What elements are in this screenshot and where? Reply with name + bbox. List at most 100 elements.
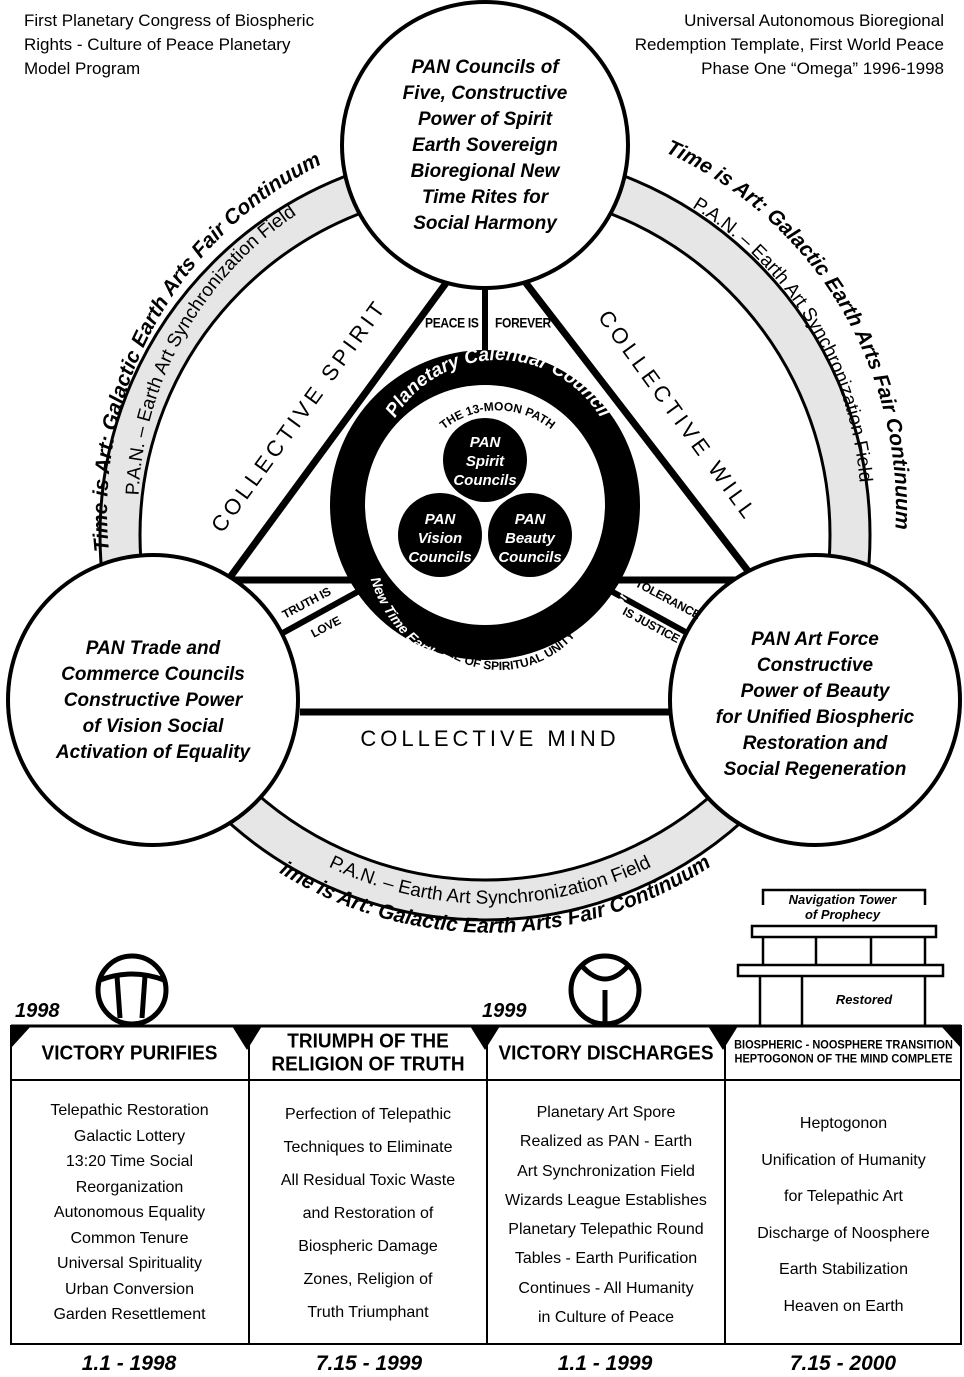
body-line: for Telepathic Art bbox=[784, 1188, 903, 1205]
circle-spirit bbox=[340, 0, 630, 290]
council-line: Councils bbox=[498, 549, 562, 566]
collective-mind-label: COLLECTIVE MIND bbox=[360, 726, 619, 751]
restored-label: Restored bbox=[835, 992, 893, 1007]
circle-line: Activation of Equality bbox=[55, 742, 251, 763]
council-line: Spirit bbox=[465, 453, 505, 470]
spirit-circle-text: PAN Councils of Five, Constructive Power… bbox=[375, 55, 595, 237]
body-line: Garden Resettlement bbox=[53, 1306, 206, 1323]
body-line: Heaven on Earth bbox=[783, 1297, 904, 1315]
marker-triangle bbox=[941, 1026, 961, 1048]
heading-line: TRIUMPH OF THE bbox=[287, 1030, 449, 1053]
circle-line: Commerce Councils bbox=[61, 664, 245, 685]
council-line: Vision bbox=[417, 530, 463, 547]
column-date: 1.1 - 1998 bbox=[81, 1352, 177, 1375]
circle-line: Constructive bbox=[756, 655, 874, 676]
body-line: Tables - Earth Purification bbox=[514, 1250, 698, 1268]
spirit-council-dot bbox=[443, 418, 527, 502]
caption-line: Universal Autonomous Bioregional bbox=[684, 11, 944, 30]
circle-line: PAN Art Force bbox=[751, 629, 879, 650]
body-line: in Culture of Peace bbox=[537, 1309, 675, 1327]
circle-line: Power of Spirit bbox=[417, 109, 553, 130]
spirit-council-text: PAN Spirit Councils bbox=[445, 433, 525, 490]
beauty-council-dot bbox=[488, 493, 572, 577]
body-line: Earth Stabilization bbox=[779, 1261, 908, 1278]
council-line: Councils bbox=[408, 549, 472, 566]
top-left-caption: First Planetary Congress of Biospheric R… bbox=[24, 9, 314, 81]
circle-line: Restoration and bbox=[742, 733, 888, 754]
timeline-column: TRIUMPH OF THE RELIGION OF TRUTH Perfect… bbox=[248, 1026, 486, 1344]
year-1999: 1999 bbox=[482, 1000, 527, 1022]
body-line: Truth Triumphant bbox=[307, 1304, 429, 1321]
circle-line: PAN Councils of bbox=[411, 57, 559, 78]
timeline-column: VICTORY PURIFIES Telepathic Restoration … bbox=[11, 1026, 248, 1344]
column-date: 1.1 - 1999 bbox=[557, 1352, 653, 1375]
top-right-caption: Universal Autonomous Bioregional Redempt… bbox=[635, 9, 944, 81]
timeline-column: BIOSPHERIC - NOOSPHERE TRANSITION HEPTOG… bbox=[724, 1026, 961, 1344]
body-line: Heptogonon bbox=[799, 1115, 888, 1132]
marker-triangle bbox=[470, 1026, 500, 1050]
timeline-column: VICTORY DISCHARGES Planetary Art Spore R… bbox=[486, 1026, 724, 1344]
body-line: Wizards League Establishes bbox=[505, 1191, 707, 1209]
body-line: All Residual Toxic Waste bbox=[280, 1172, 456, 1189]
circle-line: for Unified Biospheric bbox=[715, 707, 915, 728]
tower-line: Navigation Tower bbox=[788, 892, 897, 907]
spoke-right bbox=[598, 582, 702, 643]
body-line: Urban Conversion bbox=[65, 1280, 194, 1298]
circle-line: Power of Beauty bbox=[740, 681, 890, 702]
navigation-tower-label: Navigation Tower of Prophecy bbox=[770, 892, 915, 922]
body-line: Biospheric Damage bbox=[298, 1238, 438, 1255]
navigation-tower-icon bbox=[736, 888, 945, 1026]
circle-line: PAN Trade and bbox=[85, 638, 221, 659]
caption-line: Redemption Template, First World Peace bbox=[634, 35, 944, 54]
column-body: Telepathic Restoration Galactic Lottery … bbox=[15, 1098, 244, 1328]
purify-glyph-icon bbox=[95, 953, 169, 1027]
column-body: Heptogonon Unification of Humanity for T… bbox=[730, 1106, 957, 1325]
vision-council-dot bbox=[398, 493, 482, 577]
column-heading: VICTORY DISCHARGES bbox=[488, 1024, 724, 1082]
caption-line: Phase One “Omega” 1996-1998 bbox=[701, 59, 944, 78]
body-line: Planetary Art Spore bbox=[536, 1104, 676, 1121]
heading-line: VICTORY DISCHARGES bbox=[498, 1041, 714, 1065]
circle-line: Bioregional New bbox=[410, 161, 560, 182]
year-1998: 1998 bbox=[15, 1000, 60, 1022]
council-line: Councils bbox=[453, 472, 517, 489]
column-body: Perfection of Telepathic Techniques to E… bbox=[254, 1098, 482, 1329]
column-date: 7.15 - 1999 bbox=[315, 1352, 423, 1375]
vision-circle-text: PAN Trade and Commerce Councils Construc… bbox=[28, 636, 278, 766]
circle-line: Social Harmony bbox=[413, 213, 557, 234]
heading-line: BIOSPHERIC - NOOSPHERE TRANSITION bbox=[734, 1038, 953, 1052]
column-heading: TRIUMPH OF THE RELIGION OF TRUTH bbox=[250, 1024, 486, 1082]
body-line: Art Synchronization Field bbox=[517, 1162, 695, 1180]
circle-vision bbox=[6, 553, 300, 847]
circle-line: Time Rites for bbox=[421, 187, 549, 208]
circle-line: Social Regeneration bbox=[723, 759, 907, 780]
circle-line: Constructive Power bbox=[63, 690, 243, 711]
body-line: Perfection of Telepathic bbox=[284, 1106, 452, 1123]
body-line: Continues - All Humanity bbox=[518, 1279, 694, 1297]
body-line: Universal Spirituality bbox=[57, 1255, 202, 1272]
body-line: Zones, Religion of bbox=[303, 1271, 433, 1288]
tower-line: of Prophecy bbox=[804, 907, 881, 922]
forever-label: FOREVER bbox=[495, 314, 551, 332]
body-line: Techniques to Eliminate bbox=[283, 1139, 453, 1156]
body-line: Discharge of Noosphere bbox=[757, 1224, 930, 1242]
council-line: PAN bbox=[514, 511, 546, 528]
beauty-council-text: PAN Beauty Councils bbox=[490, 510, 570, 567]
caption-line: First Planetary Congress of Biospheric bbox=[24, 11, 315, 30]
marker-triangle bbox=[232, 1026, 262, 1050]
heading-line: VICTORY PURIFIES bbox=[41, 1041, 218, 1065]
circle-line: Earth Sovereign bbox=[412, 135, 558, 156]
column-heading: BIOSPHERIC - NOOSPHERE TRANSITION HEPTOG… bbox=[726, 1024, 961, 1082]
spoke-left bbox=[268, 582, 372, 643]
body-line: Planetary Telepathic Round bbox=[508, 1221, 704, 1239]
timeline-table: VICTORY PURIFIES Telepathic Restoration … bbox=[11, 1026, 961, 1344]
column-date: 7.15 - 2000 bbox=[789, 1352, 897, 1375]
column-body: Planetary Art Spore Realized as PAN - Ea… bbox=[492, 1098, 720, 1332]
heading-line: RELIGION OF TRUTH bbox=[271, 1053, 465, 1076]
discharge-glyph-icon bbox=[568, 953, 642, 1027]
circle-beauty bbox=[668, 553, 962, 847]
council-line: PAN bbox=[424, 511, 456, 528]
body-line: Realized as PAN - Earth bbox=[519, 1133, 693, 1151]
body-line: 13:20 Time Social bbox=[65, 1153, 194, 1170]
caption-line: Rights - Culture of Peace Planetary bbox=[24, 35, 291, 54]
